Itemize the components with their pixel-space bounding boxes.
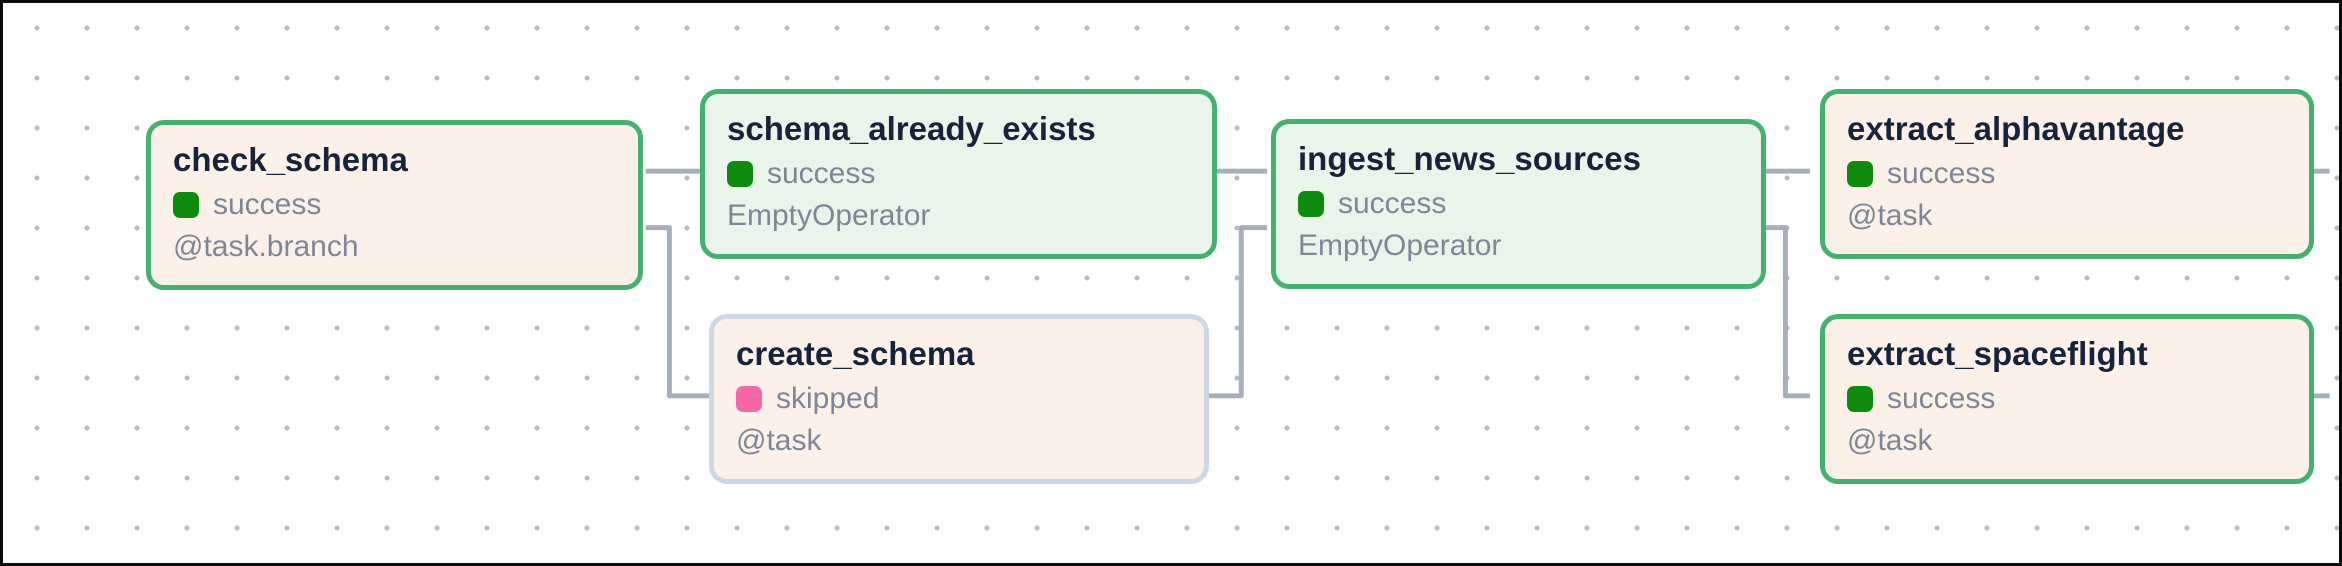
status-square-icon <box>1847 161 1873 187</box>
task-status-row: success <box>1847 156 2287 192</box>
edge-create_schema-to-ingest_news_sources <box>1205 225 1267 399</box>
task-node-create_schema[interactable]: create_schema skipped @task <box>709 314 1209 484</box>
task-name-label: extract_alphavantage <box>1847 110 2185 147</box>
task-operator-label: @task.branch <box>173 230 359 263</box>
task-node-extract_spaceflight[interactable]: extract_spaceflight success @task <box>1820 314 2314 484</box>
task-node-check_schema[interactable]: check_schema success @task.branch <box>146 120 643 290</box>
task-operator-label: @task <box>1847 199 1933 232</box>
status-square-icon <box>1298 191 1324 217</box>
task-status-row: success <box>1298 186 1739 222</box>
task-node-extract_alphavantage[interactable]: extract_alphavantage success @task <box>1820 89 2314 259</box>
status-label: success <box>213 188 322 221</box>
status-label: success <box>1887 382 1996 415</box>
task-name-label: check_schema <box>173 141 408 178</box>
task-node-schema_already_exists[interactable]: schema_already_exists success EmptyOpera… <box>700 89 1217 259</box>
task-name-label: extract_spaceflight <box>1847 335 2148 372</box>
task-status-row: success <box>727 156 1190 192</box>
edge-layer <box>645 168 2330 399</box>
task-name-label: schema_already_exists <box>727 110 1096 147</box>
status-square-icon <box>1847 386 1873 412</box>
task-name-label: create_schema <box>736 335 975 372</box>
status-label: success <box>1338 187 1447 220</box>
task-operator-label: @task <box>1847 424 1933 457</box>
task-status-row: skipped <box>736 381 1182 417</box>
status-square-icon <box>727 161 753 187</box>
status-label: success <box>1887 157 1996 190</box>
task-operator-label: EmptyOperator <box>1298 229 1502 262</box>
edge-ingest_news_sources-to-extract_spaceflight <box>1756 225 1811 399</box>
task-status-row: success <box>173 187 616 223</box>
node-layer: check_schema success @task.branch schema… <box>3 3 2339 563</box>
status-label: success <box>767 157 876 190</box>
task-node-ingest_news_sources[interactable]: ingest_news_sources success EmptyOperato… <box>1271 119 1766 289</box>
status-label: skipped <box>776 382 880 415</box>
task-name-label: ingest_news_sources <box>1298 140 1641 177</box>
edge-check_schema-to-create_schema <box>645 225 711 399</box>
task-status-row: success <box>1847 381 2287 417</box>
status-square-icon <box>736 386 762 412</box>
task-operator-label: EmptyOperator <box>727 199 931 232</box>
status-square-icon <box>173 192 199 218</box>
task-operator-label: @task <box>736 424 822 457</box>
